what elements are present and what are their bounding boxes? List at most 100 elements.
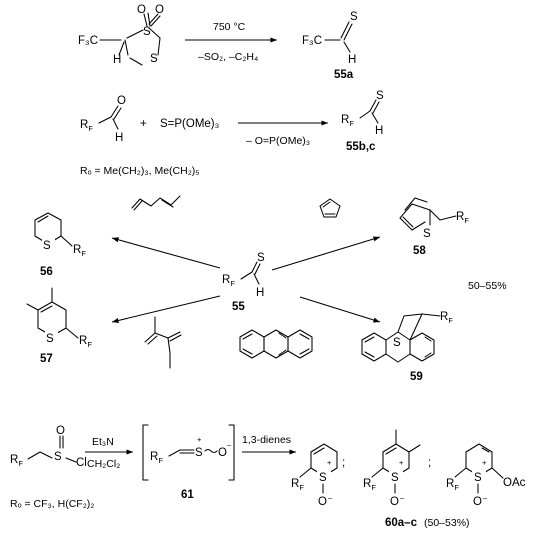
scheme-3: RF S H 55 <box>26 195 507 383</box>
rf-substituent: RF <box>73 244 86 258</box>
aldehyde-hydrogen: H <box>115 132 123 144</box>
oxygen-atom-1: O <box>137 4 146 16</box>
rf-substituent: RF <box>456 211 469 225</box>
product-trifluorothioacetaldehyde: F₃C S H <box>302 11 358 66</box>
plus-charge: + <box>197 435 202 444</box>
rf-group: RF <box>80 119 93 133</box>
condition-dienes: 1,3-dienes <box>242 434 291 446</box>
sulfur-atom: S <box>257 252 265 264</box>
product-58-bicyclic: S RF <box>399 197 469 240</box>
arrow-to-56 <box>111 237 221 269</box>
aldehyde-oxygen: O <box>117 95 126 107</box>
bridge-sulfur: S <box>393 337 401 349</box>
thioaldehyde-55: RF S H <box>222 252 265 299</box>
compound-label-58: 58 <box>413 245 426 257</box>
cf3-group: F₃C <box>78 35 98 47</box>
acetoxy-group: OAc <box>503 477 526 489</box>
thionophosphate-reagent: S=P(OMe)₃ <box>160 118 220 130</box>
sulfinyl-chloride-reactant: RF S O Cl <box>10 425 87 469</box>
compound-label-57: 57 <box>40 353 53 365</box>
solvent-dichloromethane: CH₂Cl₂ <box>87 458 120 470</box>
bridge-sulfur: S <box>423 228 431 240</box>
minus-charge: – <box>400 493 405 502</box>
plus-sign: + <box>140 118 147 130</box>
hydrogen-atom: H <box>113 54 121 66</box>
sulfur-atom: S <box>391 472 399 484</box>
product-56-thiopyran: S RF <box>34 212 86 258</box>
butadiene-structure <box>131 195 181 209</box>
thioaldehyde-product: RF S H <box>341 90 384 137</box>
reactant-dithiolane-dioxide: S O O S F₃C H <box>78 4 164 66</box>
product-rf-group: RF <box>341 114 354 128</box>
compound-label-60ac: 60a–c <box>385 517 418 529</box>
reagent-triethylamine: Et₃N <box>92 436 114 448</box>
product-sulfur: S <box>376 90 384 102</box>
aldehyde-reactant: RF O H <box>80 95 126 144</box>
rf-substituent: RF <box>79 335 92 349</box>
compound-label-55: 55 <box>232 301 245 313</box>
yield-60ac: (50–53%) <box>424 517 470 529</box>
rf-substituent: RF <box>440 311 453 325</box>
rf-group: RF <box>222 274 235 288</box>
oxide-oxygen: O <box>218 447 227 459</box>
rf-substituent: RF <box>363 478 376 492</box>
separator-2: ; <box>428 457 431 469</box>
rf-definition-scheme4: Rₒ = CF₃, H(CF₂)₂ <box>10 498 94 510</box>
sulfonyl-s-atom: S <box>143 26 151 38</box>
sulfinyl-sulfur: S <box>54 451 62 463</box>
anthracene-structure <box>239 329 313 359</box>
oxygen-atom-2: O <box>155 4 164 16</box>
ring-sulfur: S <box>43 240 51 252</box>
chlorine-atom: Cl <box>76 457 87 469</box>
resonance-bond <box>204 448 218 454</box>
oxygen-atom: O <box>390 496 399 508</box>
rf-substituent: RF <box>446 478 459 492</box>
scheme-1: S O O S F₃C H 750 °C –SO₂, –C₂H₄ F₃C S H… <box>78 4 358 81</box>
condition-byproducts: –SO₂, –C₂H₄ <box>198 51 258 63</box>
sulfoxide-product-c: S + O – RF OAc <box>446 443 526 508</box>
sulfoxide-product-a: S + O – RF <box>291 443 338 508</box>
minus-charge: – <box>483 493 488 502</box>
compound-label-59: 59 <box>410 371 423 383</box>
yield-58: 50–55% <box>468 280 507 292</box>
rf-group: RF <box>10 454 23 468</box>
sulfine-sulfur: S <box>195 447 203 459</box>
compound-label-61: 61 <box>181 489 194 501</box>
oxygen-atom: O <box>473 496 482 508</box>
separator-1: ; <box>342 457 345 469</box>
product-hydrogen: H <box>375 125 383 137</box>
oxygen-atom: O <box>318 496 327 508</box>
sulfur-atom: S <box>319 472 327 484</box>
ring-sulfur: S <box>46 333 54 345</box>
product-cf3-group: F₃C <box>302 35 322 47</box>
product-hydrogen: H <box>348 54 356 66</box>
compound-label-56: 56 <box>40 266 53 278</box>
arrow-to-57 <box>111 295 221 323</box>
cyclopentadiene-structure <box>319 198 341 218</box>
product-59-anthracene-adduct: S RF <box>361 311 453 363</box>
plus-charge: + <box>327 458 332 467</box>
sulfine-intermediate-61: RF S + O – <box>150 435 232 465</box>
thioether-s-atom: S <box>150 53 158 65</box>
plus-charge: + <box>482 458 487 467</box>
rf-definition-scheme2: Rₒ = Me(CH₂)₃, Me(CH₂)₅ <box>80 165 200 177</box>
sulfoxide-product-b: S + O – RF <box>363 429 421 508</box>
minus-charge: – <box>227 440 232 449</box>
minus-charge: – <box>328 493 333 502</box>
scheme-4: RF S O Cl Et₃N CH₂Cl₂ Rₒ = CF₃, H(CF₂)₂ … <box>10 424 526 529</box>
arrow-to-58 <box>271 236 381 271</box>
product-sulfur: S <box>350 11 358 23</box>
product-57-dimethylthiopyran: S RF <box>26 287 92 349</box>
dimethylbutadiene-structure <box>144 316 182 369</box>
plus-charge: + <box>399 458 404 467</box>
sulfinyl-oxygen: O <box>56 425 65 437</box>
arrow-to-59 <box>299 296 381 323</box>
rf-group: RF <box>150 451 163 465</box>
phosphate-byproduct: – O=P(OMe)₃ <box>246 135 310 147</box>
rf-substituent: RF <box>291 478 304 492</box>
sulfur-atom: S <box>474 472 482 484</box>
compound-label-55bc: 55b,c <box>346 141 376 153</box>
compound-label-55a: 55a <box>334 69 354 81</box>
